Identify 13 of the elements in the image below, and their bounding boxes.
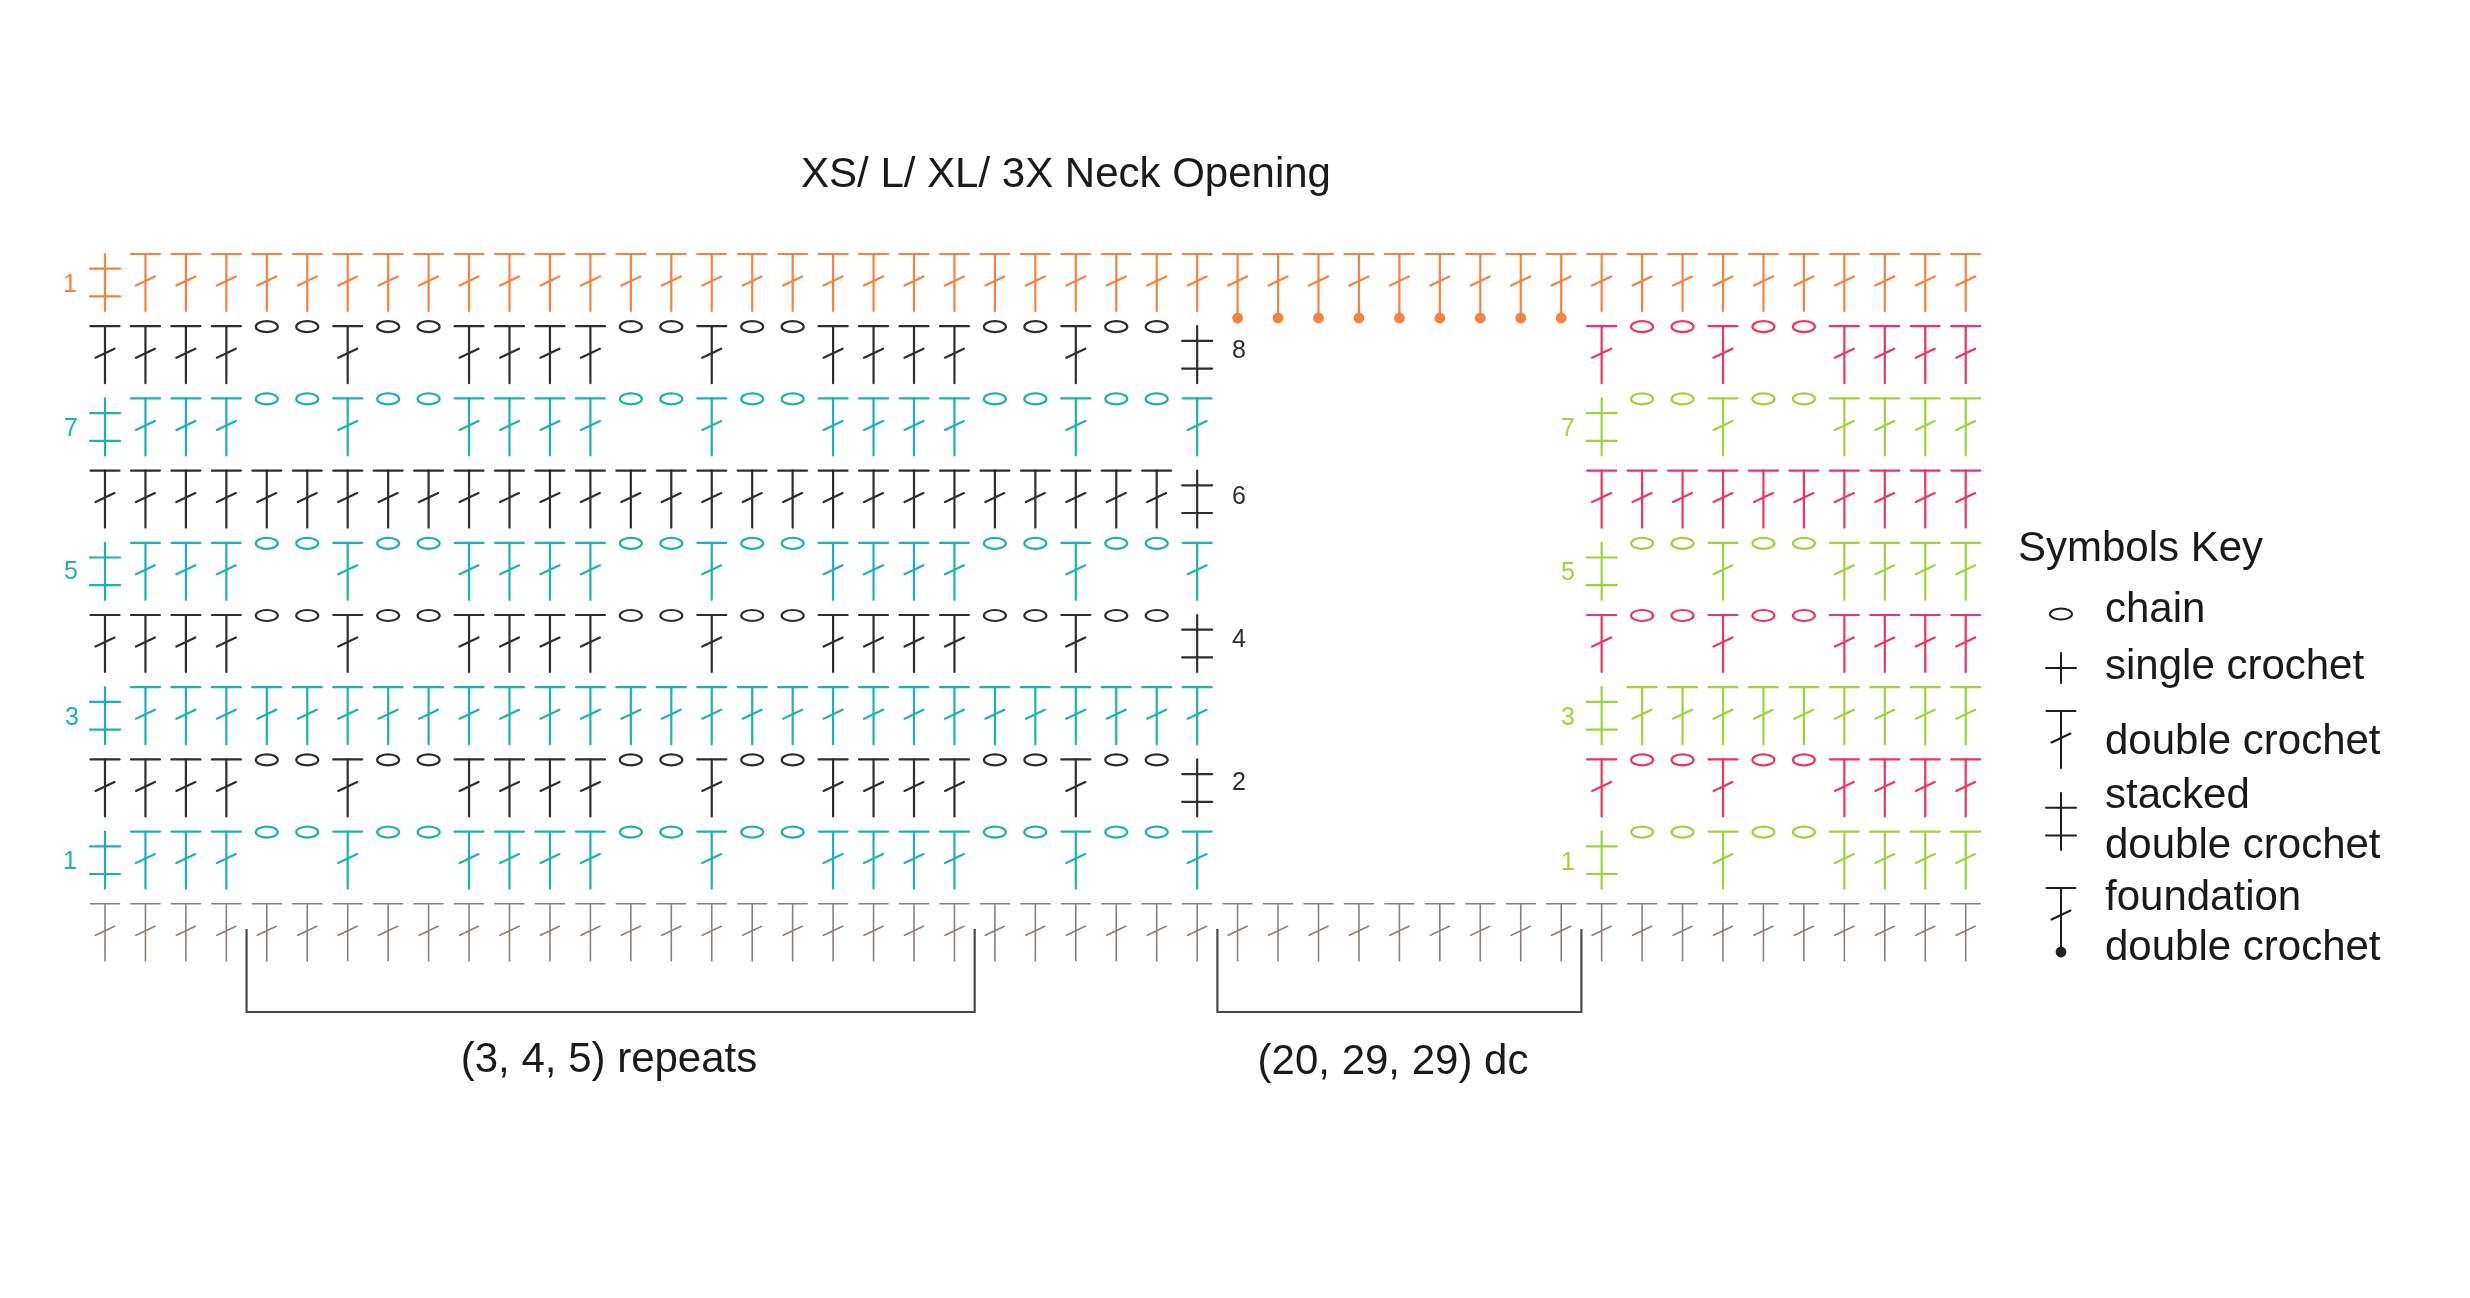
- legend-title: Symbols Key: [2018, 522, 2264, 572]
- legend-label: double crochet: [2105, 715, 2381, 765]
- bracket-label: (3, 4, 5) repeats: [460, 1033, 758, 1083]
- legend-label: foundation double crochet: [2105, 871, 2382, 971]
- row-number: 5: [64, 555, 78, 585]
- legend-label: chain: [2105, 583, 2206, 633]
- row-number: 1: [63, 845, 77, 875]
- row-number: 7: [64, 412, 78, 442]
- row-number: 3: [65, 701, 79, 731]
- legend-label: single crochet: [2105, 640, 2365, 690]
- chart-title: XS/ L/ XL/ 3X Neck Opening: [801, 148, 1331, 198]
- bracket-label: (20, 29, 29) dc: [1257, 1035, 1529, 1085]
- row-number: 1: [63, 268, 77, 298]
